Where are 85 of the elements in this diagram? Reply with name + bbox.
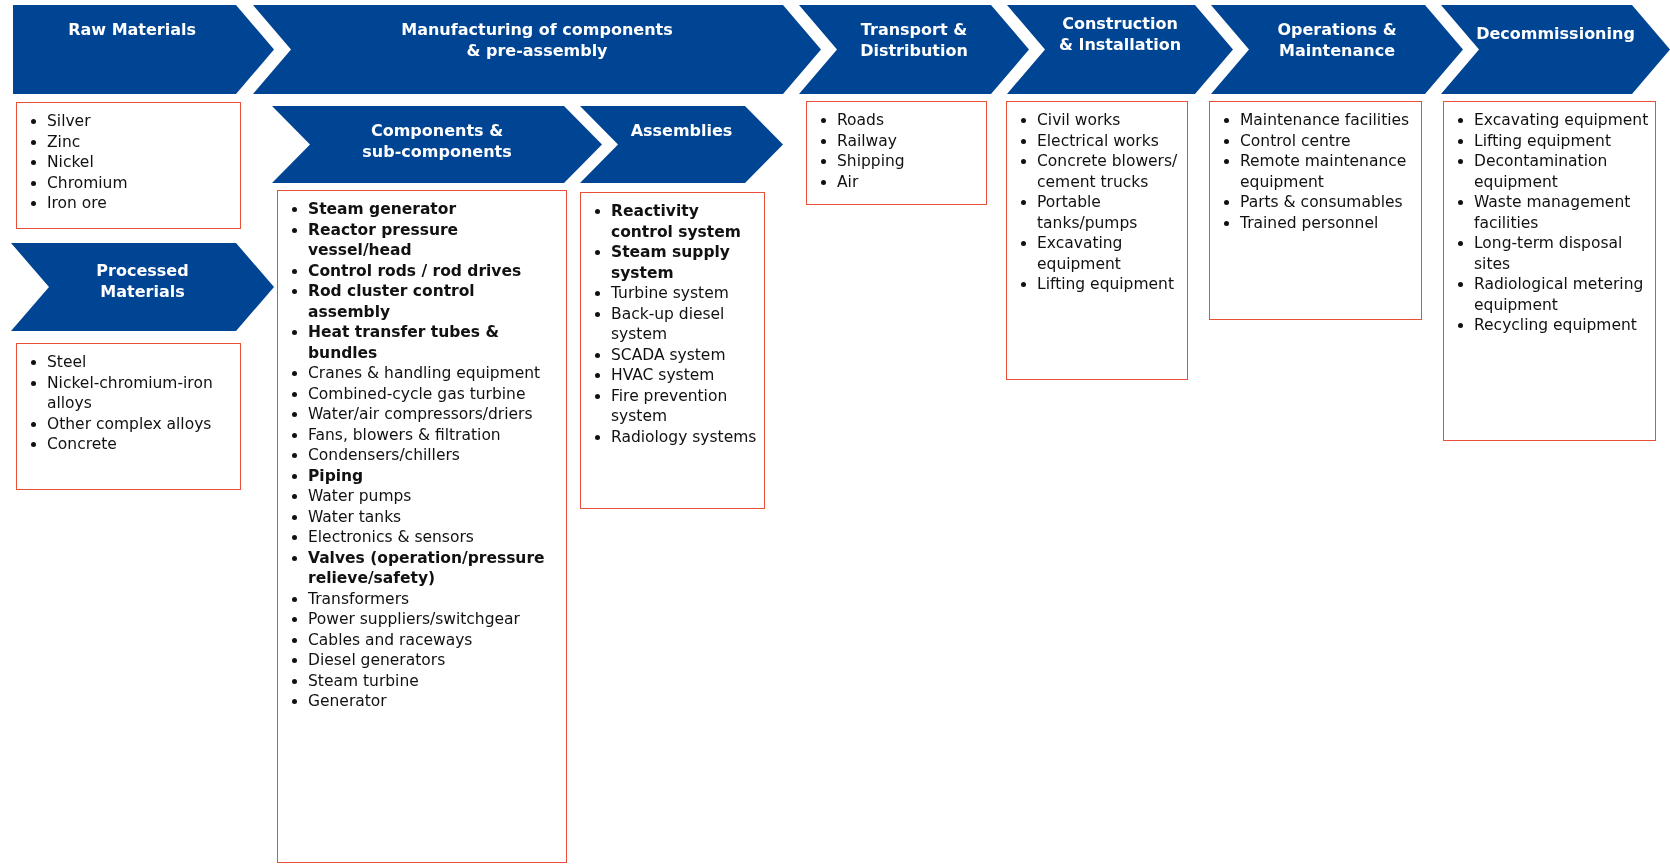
chevron-banner <box>272 106 602 183</box>
list-item: Diesel generators <box>308 650 560 671</box>
list-item: Zinc <box>47 131 234 152</box>
stage-title: Operations & Maintenance <box>1276 19 1398 61</box>
list-item: Steam generator <box>308 199 560 220</box>
list-item: Fire prevention system <box>611 385 758 427</box>
list-item: Silver <box>47 111 234 132</box>
list-item: Electronics & sensors <box>308 527 560 548</box>
list-item: Valves (operation/pressure relieve/safety) <box>308 547 560 589</box>
stage-title: Construction & Installation <box>1057 13 1183 55</box>
list-item: Decontamination equipment <box>1474 151 1649 192</box>
chevron-banner <box>799 5 1029 94</box>
list-item: Control rods / rod drives <box>308 260 560 281</box>
list-item: Radiology systems <box>611 426 758 447</box>
list-item: Reactivity control system <box>611 201 758 242</box>
list-box <box>1209 101 1422 320</box>
list-item: SCADA system <box>611 344 758 365</box>
list-item: Concrete blowers/ cement trucks <box>1037 151 1181 192</box>
list-item: Water tanks <box>308 506 560 527</box>
list-box <box>1006 101 1188 380</box>
list-item: Other complex alloys <box>47 413 234 434</box>
list-item: Nickel <box>47 152 234 173</box>
list-item: Shipping <box>837 151 980 172</box>
list-item: Heat transfer tubes & bundles <box>308 322 560 363</box>
list-box <box>277 190 567 863</box>
chevron-banner <box>11 243 274 331</box>
list-item: HVAC system <box>611 365 758 386</box>
stage-title: Decommissioning <box>1475 23 1636 44</box>
chevron-banner <box>580 106 783 183</box>
list-item: Turbine system <box>611 283 758 304</box>
list-item: Cranes & handling equipment <box>308 363 560 384</box>
list-item: Back-up diesel system <box>611 303 758 345</box>
list-item: Iron ore <box>47 193 234 214</box>
list-box <box>580 192 765 509</box>
list-item: Steam supply system <box>611 242 758 283</box>
list-box <box>1443 101 1656 441</box>
list-item: Control centre <box>1240 130 1415 151</box>
chevron-banner <box>1007 5 1233 94</box>
list-item: Rod cluster control assembly <box>308 281 560 322</box>
stage-title: Components & sub-components <box>361 120 513 162</box>
list-item: Nickel-chromium-iron alloys <box>47 372 234 414</box>
list-item: Waste management facilities <box>1474 192 1649 233</box>
list-item: Chromium <box>47 172 234 193</box>
list-item: Condensers/chillers <box>308 445 560 466</box>
list-item: Civil works <box>1037 110 1181 131</box>
stage-title: Manufacturing of components & pre-assembly <box>400 19 674 61</box>
list-item: Recycling equipment <box>1474 315 1649 336</box>
list-item: Concrete <box>47 434 234 455</box>
list-item: Long-term disposal sites <box>1474 233 1649 274</box>
list-item: Excavating equipment <box>1474 110 1649 131</box>
list-item: Remote maintenance equipment <box>1240 151 1415 192</box>
list-item: Portable tanks/pumps <box>1037 192 1181 233</box>
list-item: Cables and raceways <box>308 629 560 650</box>
list-item: Air <box>837 171 980 192</box>
chevron-banner <box>1211 5 1463 94</box>
list-item: Fans, blowers & filtration <box>308 424 560 445</box>
list-item: Water pumps <box>308 486 560 507</box>
list-item: Steam turbine <box>308 670 560 691</box>
list-item: Steel <box>47 352 234 373</box>
list-item: Power suppliers/switchgear <box>308 609 560 630</box>
chevron-banner <box>13 5 274 94</box>
chevron-banner <box>1441 5 1670 94</box>
list-item: Piping <box>308 465 560 486</box>
list-item: Water/air compressors/driers <box>308 404 560 425</box>
list-item: Transformers <box>308 588 560 609</box>
stage-title: Processed Materials <box>95 260 190 302</box>
list-item: Railway <box>837 130 980 151</box>
list-box <box>806 101 987 205</box>
list-item: Trained personnel <box>1240 212 1415 233</box>
list-item: Excavating equipment <box>1037 233 1181 274</box>
list-item: Roads <box>837 110 980 131</box>
list-item: Radiological metering equipment <box>1474 274 1649 315</box>
list-item: Parts & consumables <box>1240 192 1415 213</box>
stage-title: Raw Materials <box>67 19 198 40</box>
stage-title: Assemblies <box>629 120 734 141</box>
list-item: Electrical works <box>1037 130 1181 151</box>
list-item: Lifting equipment <box>1474 130 1649 151</box>
list-item: Combined-cycle gas turbine <box>308 383 560 404</box>
list-box <box>16 102 241 229</box>
list-item: Generator <box>308 691 560 712</box>
stage-title: Transport & Distribution <box>859 19 969 61</box>
list-box <box>16 343 241 490</box>
list-item: Reactor pressure vessel/head <box>308 219 560 261</box>
list-item: Maintenance facilities <box>1240 110 1415 131</box>
list-item: Lifting equipment <box>1037 274 1181 295</box>
